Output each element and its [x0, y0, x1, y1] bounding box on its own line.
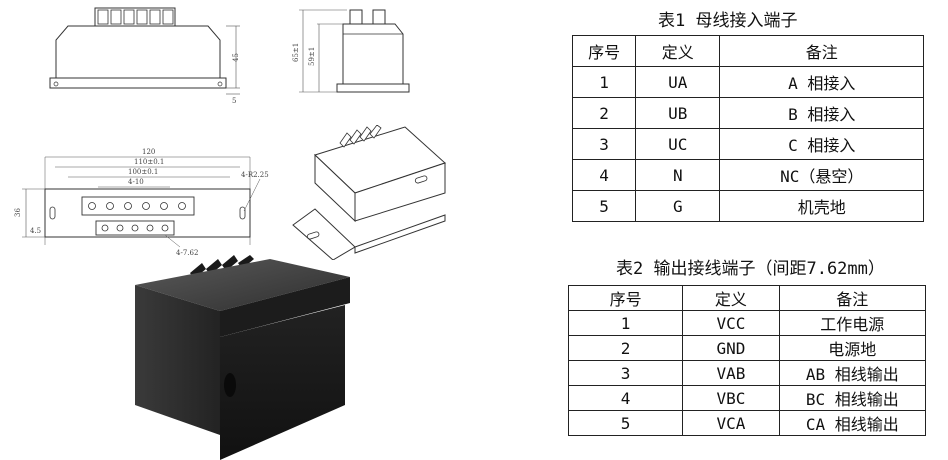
- cell-definition: GND: [682, 335, 780, 361]
- cell-remark: BC 相线输出: [778, 385, 927, 411]
- dim-110: 110±0.1: [134, 158, 164, 166]
- cell-remark: AB 相线输出: [778, 360, 927, 386]
- dim-4-10: 4-10: [128, 178, 144, 186]
- table2-caption: 表2 输出接线端子（间距7.62mm）: [616, 259, 885, 279]
- cell-definition: VBC: [682, 385, 780, 411]
- dim-4-r2-25: 4-R2.25: [241, 171, 269, 179]
- product-photo: [135, 255, 350, 460]
- header-index: 序号: [567, 285, 684, 311]
- dim-65: 65±1: [292, 43, 300, 62]
- cell-index: 3: [567, 360, 684, 386]
- cell-definition: VCC: [682, 310, 780, 336]
- dim-100: 100±0.1: [128, 168, 158, 176]
- header-definition: 定义: [682, 285, 780, 311]
- cell-index: 4: [571, 159, 637, 191]
- cell-definition: N: [635, 159, 721, 191]
- isometric-drawing: [292, 125, 446, 260]
- cell-remark: C 相接入: [719, 128, 924, 160]
- dim-59: 59±1: [308, 47, 316, 66]
- table1-caption: 表1 母线接入端子: [658, 11, 798, 31]
- dim-4-5: 4.5: [30, 227, 41, 235]
- cell-remark: 电源地: [778, 335, 927, 361]
- cell-remark: NC（悬空）: [719, 159, 924, 191]
- cell-definition: UA: [635, 66, 721, 98]
- header-definition: 定义: [635, 35, 721, 67]
- header-index: 序号: [571, 35, 637, 67]
- cell-remark: 工作电源: [778, 310, 927, 336]
- cell-index: 3: [571, 128, 637, 160]
- cell-index: 1: [571, 66, 637, 98]
- cell-remark: A 相接入: [719, 66, 924, 98]
- dim-120: 120: [142, 148, 155, 156]
- header-remark: 备注: [719, 35, 924, 67]
- table-header-row: 序号 定义 备注: [571, 35, 924, 67]
- table-header-row: 序号 定义 备注: [567, 285, 927, 311]
- cell-index: 2: [567, 335, 684, 361]
- cell-remark: 机壳地: [719, 190, 924, 222]
- dim-45: 45: [232, 53, 240, 62]
- cell-index: 4: [567, 385, 684, 411]
- cell-index: 5: [571, 190, 637, 222]
- cell-index: 1: [567, 310, 684, 336]
- side-view-drawing: 65±1 59±1: [292, 9, 410, 93]
- dim-4-7-62: 4-7.62: [176, 249, 198, 257]
- cell-remark: B 相接入: [719, 97, 924, 129]
- cell-definition: VAB: [682, 360, 780, 386]
- cell-definition: UB: [635, 97, 721, 129]
- cell-definition: UC: [635, 128, 721, 160]
- header-remark: 备注: [778, 285, 927, 311]
- dim-5: 5: [232, 97, 236, 105]
- cell-index: 2: [571, 97, 637, 129]
- cell-definition: VCA: [682, 410, 780, 436]
- front-layout-drawing: 120 110±0.1 100±0.1 4-10 36 4.5 4-R2.25 …: [14, 148, 269, 257]
- top-view-drawing: 45 5: [49, 7, 240, 105]
- dim-36: 36: [14, 208, 22, 217]
- cell-remark: CA 相线输出: [778, 410, 927, 436]
- cell-index: 5: [567, 410, 684, 436]
- cell-definition: G: [635, 190, 721, 222]
